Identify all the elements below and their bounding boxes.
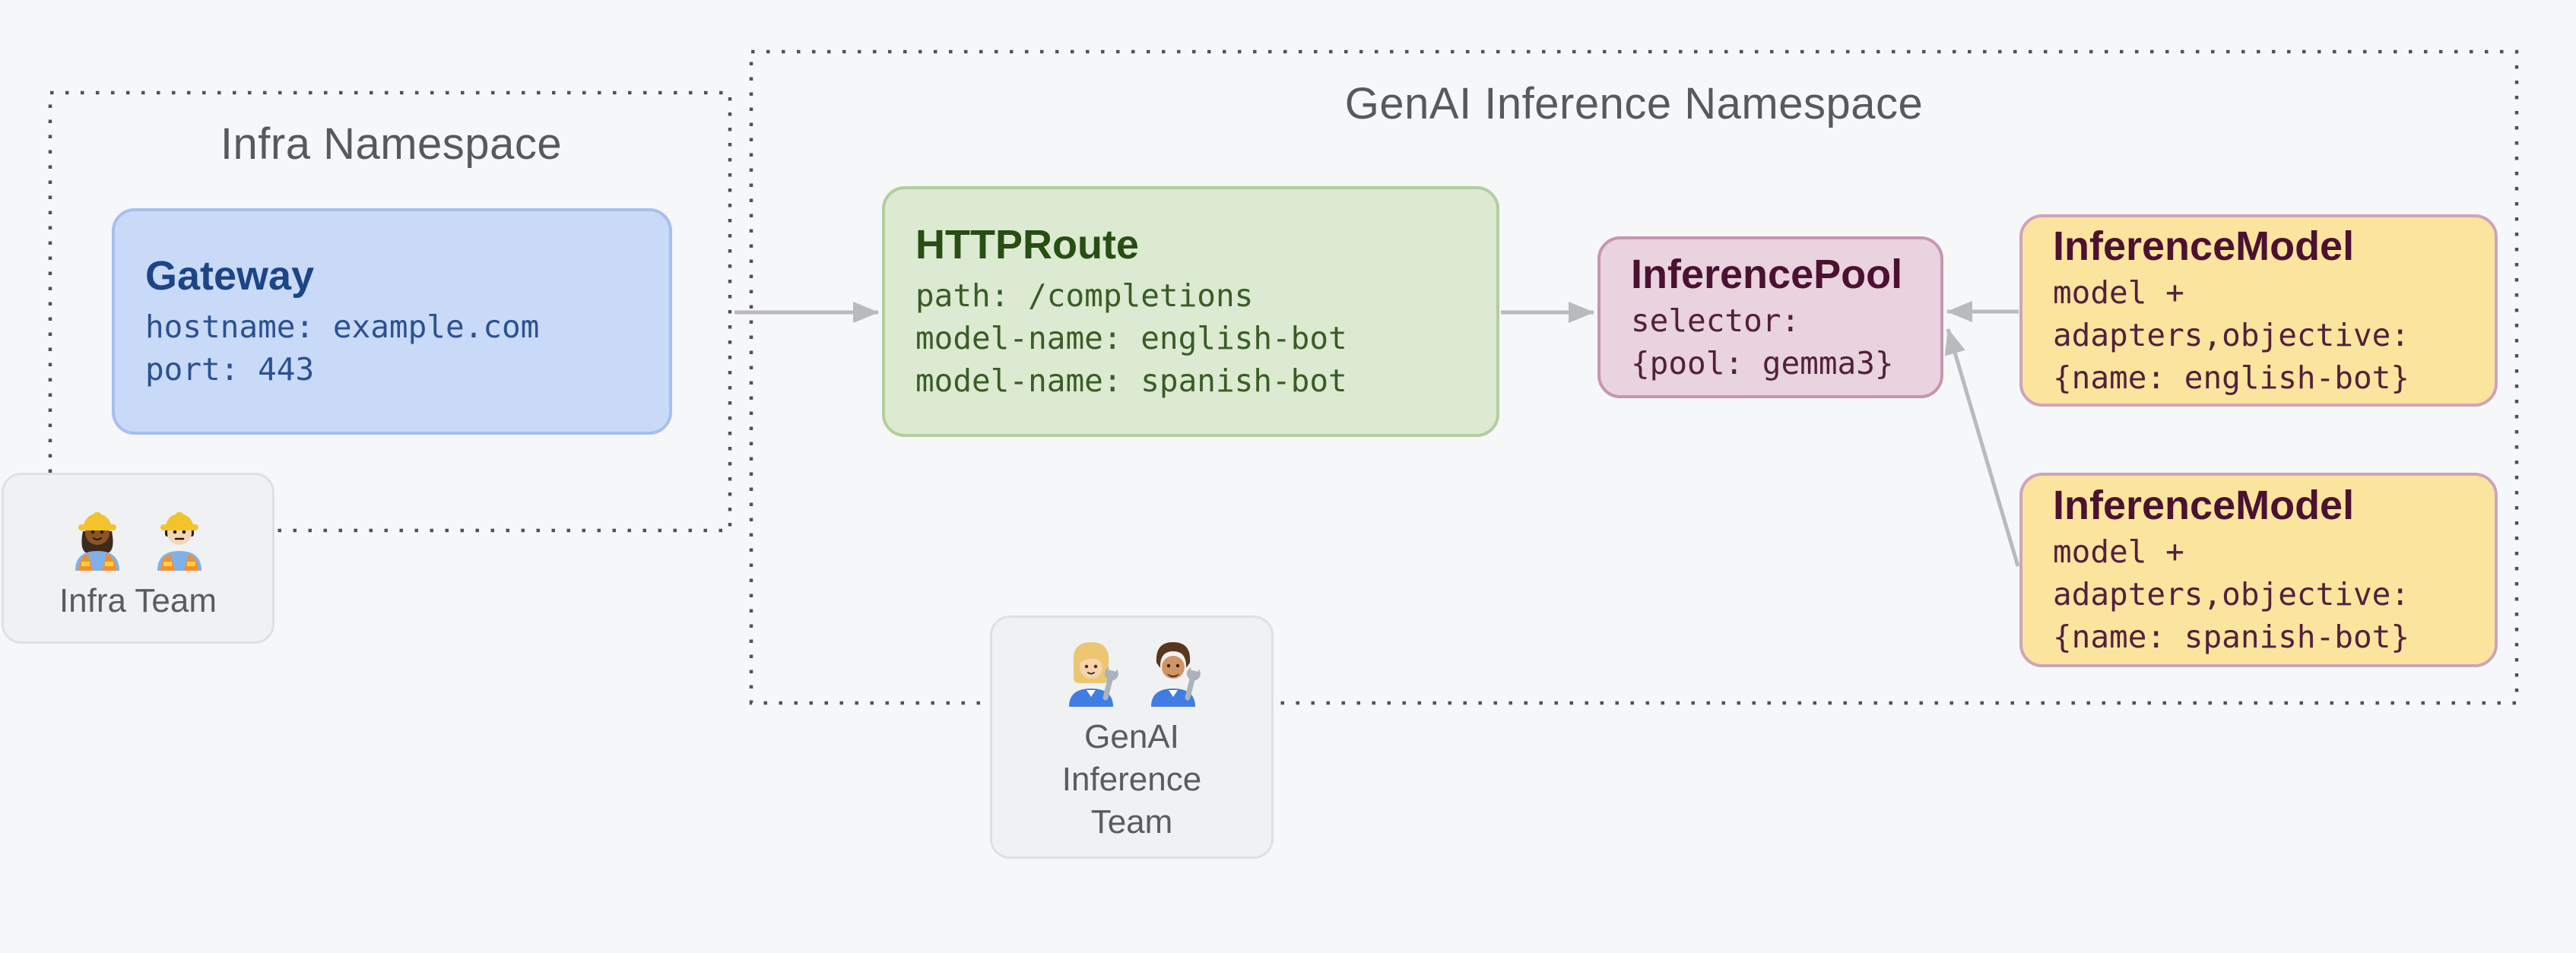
arrow-spanish-model-to-inferencepool [1944, 328, 2020, 567]
inference-model-spanish-line-2: adapters,objective: [2053, 576, 2409, 613]
infra-team-label: Infra Team [59, 581, 217, 619]
genai-namespace-border [749, 49, 2519, 705]
inference-model-spanish-line-3: {name: spanish-bot} [2053, 619, 2409, 655]
infra-team-icons [68, 495, 209, 571]
inference-model-english-node: InferenceModel model + adapters,objectiv… [2019, 214, 2498, 407]
genai-team-icons [1061, 631, 1203, 707]
infra-namespace-title: Infra Namespace [220, 119, 563, 169]
genai-team-label-line-2: Inference [1061, 761, 1202, 798]
woman-construction-worker-icon [75, 511, 119, 571]
inference-pool-title: InferencePool [1631, 251, 1903, 297]
httproute-english-model-line: model-name: english-bot [915, 320, 1347, 356]
infra-team-card: Infra Team [2, 473, 274, 644]
genai-namespace-title: GenAI Inference Namespace [1344, 79, 1924, 128]
gateway-node: Gateway hostname: example.com port: 443 [112, 208, 672, 435]
inference-pool-pool-line: {pool: gemma3} [1631, 344, 1894, 382]
gateway-port-line: port: 443 [145, 351, 315, 388]
infra-namespace-border [48, 90, 732, 533]
inference-model-english-title: InferenceModel [2053, 223, 2355, 269]
woman-mechanic-icon [1068, 642, 1118, 707]
httproute-title: HTTPRoute [915, 222, 1139, 268]
gateway-hostname-line: hostname: example.com [145, 309, 540, 345]
gateway-title: Gateway [145, 253, 315, 299]
man-construction-worker-icon [157, 511, 201, 571]
genai-team-card: GenAI Inference Team [990, 616, 1274, 859]
inference-pool-selector-line: selector: [1631, 302, 1800, 339]
httproute-node: HTTPRoute path: /completions model-name:… [882, 186, 1499, 437]
genai-team-label-line-1: GenAI [1084, 718, 1179, 755]
inference-model-spanish-title: InferenceModel [2053, 483, 2355, 528]
httproute-spanish-model-line: model-name: spanish-bot [915, 363, 1347, 399]
inference-pool-node: InferencePool selector: {pool: gemma3} [1597, 236, 1943, 398]
inference-model-english-line-1: model + [2053, 274, 2184, 311]
inference-model-english-line-2: adapters,objective: [2053, 316, 2409, 353]
inference-model-spanish-line-1: model + [2053, 533, 2184, 570]
man-mechanic-icon [1150, 642, 1201, 707]
inference-model-english-line-3: {name: english-bot} [2053, 359, 2409, 396]
inference-model-spanish-node: InferenceModel model + adapters,objectiv… [2019, 473, 2498, 667]
httproute-path-line: path: /completions [915, 277, 1254, 314]
genai-team-label-line-3: Team [1090, 803, 1173, 841]
